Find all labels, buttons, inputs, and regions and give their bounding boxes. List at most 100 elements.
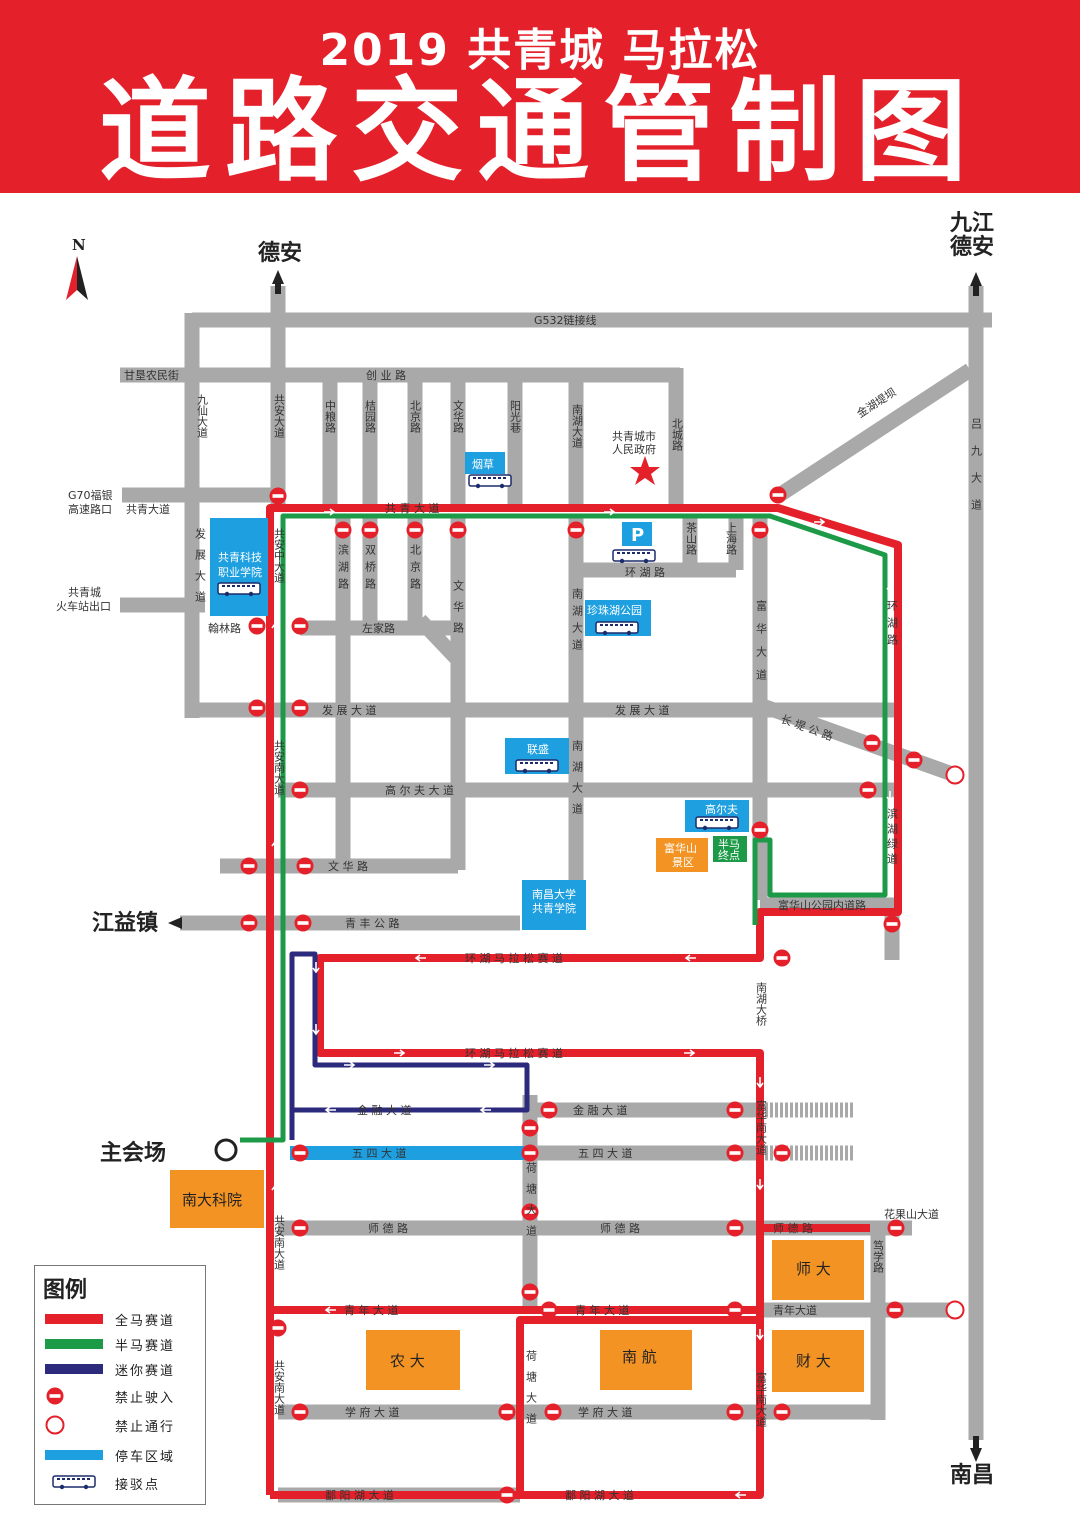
- road-gaoerfu-label: 高 尔 夫 大 道: [385, 783, 454, 797]
- road-zuojia-label: 左家路: [362, 621, 395, 635]
- north-arrow-icon: N: [66, 236, 88, 300]
- track-lower-label: 环 湖 马 拉 松 赛 道: [465, 1046, 563, 1060]
- half-finish-label-1: 半马: [718, 837, 740, 851]
- road-fuhua-nan2-label: 富华南大道: [755, 1371, 768, 1427]
- road-qingnian-e-label: 青 年 大 道: [575, 1303, 630, 1317]
- traffic-control-map: N: [56, 211, 994, 1504]
- road-fuhua-label: 富华大道: [755, 599, 768, 692]
- road-xuefu-e-label: 学 府 大 道: [578, 1405, 633, 1419]
- parking-keji-label-2: 职业学院: [218, 565, 262, 579]
- legend-mini-label: 迷你赛道: [115, 1364, 176, 1379]
- road-beijing2-label: 北京路: [409, 544, 422, 595]
- road-chashan-label: 茶山路: [685, 522, 698, 556]
- legend-half-swatch: [45, 1339, 103, 1349]
- road-gongqing-label: 共 青 大 道: [385, 501, 440, 515]
- road-fuhua-nan-label: 富华南大道: [755, 1099, 768, 1155]
- legend-item-noway: 禁止通行: [45, 1414, 205, 1438]
- road-wenhua2-label: 文华路: [452, 579, 465, 643]
- road-g70-label-2: 高速路口: [68, 502, 112, 516]
- shuttle-lianyi-icon: [515, 759, 559, 775]
- road-huaguoshan-label: 花果山大道: [884, 1207, 939, 1221]
- legend-item-parking: 停车区域: [45, 1444, 205, 1468]
- legend-mini-swatch: [45, 1364, 103, 1374]
- parking-gaoerfu-label: 高尔夫: [705, 802, 738, 816]
- road-fazhan-w-label: 发 展 大 道: [322, 703, 377, 717]
- road-huanhu-label: 环 湖 路: [625, 566, 665, 579]
- legend-half-label: 半马赛道: [115, 1339, 176, 1354]
- road-wenhua-label: 文华路: [452, 399, 465, 434]
- legend-full-swatch: [45, 1314, 103, 1324]
- road-xuefu-w-label: 学 府 大 道: [345, 1405, 400, 1419]
- legend-noentry-label: 禁止驶入: [115, 1391, 176, 1406]
- road-huanhu-v-label: 环湖路: [886, 600, 899, 651]
- road-g70-label: G70福银: [68, 488, 113, 502]
- legend-item-shuttle: 接驳点: [45, 1472, 205, 1496]
- dest-dean-label: 德安: [258, 240, 302, 266]
- no-through-markers: [945, 765, 965, 1320]
- road-nanhu3-label: 南湖大道: [571, 740, 584, 824]
- shuttle-zhenzhu-icon: [595, 621, 639, 637]
- legend-full-label: 全马赛道: [115, 1314, 176, 1329]
- road-nanhu2-label: 南湖大道: [571, 588, 584, 656]
- parking-keji-label-1: 共青科技: [218, 550, 262, 564]
- road-gongan-zhong-label: 共安中大道: [273, 528, 286, 583]
- road-poyang-e-label: 鄱 阳 湖 大 道: [565, 1488, 634, 1502]
- road-duxue-label: 笃学路: [872, 1239, 885, 1274]
- parking-p-label: P: [631, 525, 644, 546]
- road-shuangqiao-label: 双桥路: [364, 544, 377, 595]
- gov-label-2: 人民政府: [612, 442, 656, 456]
- road-qingfeng-label: 青 丰 公 路: [345, 917, 400, 930]
- no-entry-icon: [46, 1387, 64, 1405]
- road-shide-e-label: 师 德 路: [600, 1221, 640, 1235]
- road-hanlin-label: 翰林路: [208, 621, 241, 635]
- road-fazhan-e-label: 发 展 大 道: [615, 703, 670, 717]
- main-venue-label: 主会场: [100, 1140, 166, 1166]
- road-beijing-label: 北京路: [409, 400, 422, 434]
- shuttle-p-icon: [612, 549, 656, 565]
- event-subtitle: 2019 共青城 马拉松: [319, 25, 761, 76]
- road-nanhu-label: 南湖大道: [571, 404, 584, 448]
- dest-jiangyi-label: 江益镇: [92, 910, 158, 936]
- road-train-label-2: 火车站出口: [56, 599, 111, 613]
- half-finish-label-2: 终点: [718, 848, 740, 862]
- road-nanhu-bridge-label: 南湖大桥: [755, 982, 768, 1027]
- road-train-label-1: 共青城: [68, 586, 101, 599]
- road-gongan-nan3-label: 共安南大道: [273, 1360, 286, 1415]
- place-fuhuashan-label-1: 富华山: [664, 841, 697, 855]
- road-shide-w-label: 师 德 路: [368, 1221, 408, 1235]
- road-gongqing-w-label: 共青大道: [126, 502, 170, 516]
- parking-zhenzhu-label: 珍珠湖公园: [587, 603, 642, 617]
- road-jinrong-w-label: 金 融 大 道: [357, 1103, 412, 1117]
- legend-parking-swatch: [45, 1450, 103, 1460]
- road-gongan-nan2-label: 共安南大道: [273, 1215, 286, 1270]
- dest-jiujiang-label: 九江: [949, 211, 994, 236]
- shuttle-yancao-icon: [468, 474, 512, 490]
- compass-label: N: [72, 236, 86, 254]
- road-poyang-w-label: 鄱 阳 湖 大 道: [325, 1488, 394, 1502]
- road-hetang-label: 荷塘大道: [525, 1162, 538, 1246]
- road-fazhan-v-label: 发展大道: [194, 527, 207, 612]
- road-qingnian-ee-label: 青年大道: [773, 1303, 817, 1317]
- place-nanhang-label: 南 航: [622, 1348, 657, 1366]
- road-juyuan-label: 桔园路: [364, 399, 377, 434]
- dest-dean2-label: 德安: [950, 234, 994, 260]
- road-jinrong-e-label: 金 融 大 道: [573, 1103, 628, 1117]
- wusi-parking-strip: [290, 1146, 532, 1160]
- main-venue-marker: 主会场: [100, 1138, 238, 1166]
- dest-nanchang-label: 南昌: [950, 1463, 994, 1488]
- road-ganken-label: 甘垦农民街: [124, 368, 179, 382]
- road-jiuxian-label: 九仙大道: [196, 394, 209, 438]
- legend-noway-label: 禁止通行: [115, 1420, 176, 1435]
- road-qingnian-w-label: 青 年 大 道: [344, 1303, 399, 1317]
- shuttle-gaoerfu-icon: [695, 816, 739, 832]
- map-legend: 图例 全马赛道 半马赛道 迷你赛道 禁止驶入 禁止通行 停车区域 接驳点: [34, 1265, 206, 1505]
- road-wusi-w-label: 五 四 大 道: [352, 1146, 407, 1160]
- road-gongan-nan-label: 共安南大道: [273, 740, 286, 795]
- legend-title: 图例: [43, 1278, 88, 1303]
- map-title: 道路交通管制图: [99, 67, 981, 197]
- legend-item-mini: 迷你赛道: [45, 1358, 205, 1382]
- parking-nanchang-univ-label-2: 共青学院: [532, 901, 576, 915]
- campus-areas: 南大科院 农 大 南 航 师 大 财 大 富华山 景区 半马 终点: [170, 836, 864, 1392]
- road-binhu-label: 滨湖路: [337, 543, 350, 595]
- legend-parking-label: 停车区域: [115, 1450, 176, 1465]
